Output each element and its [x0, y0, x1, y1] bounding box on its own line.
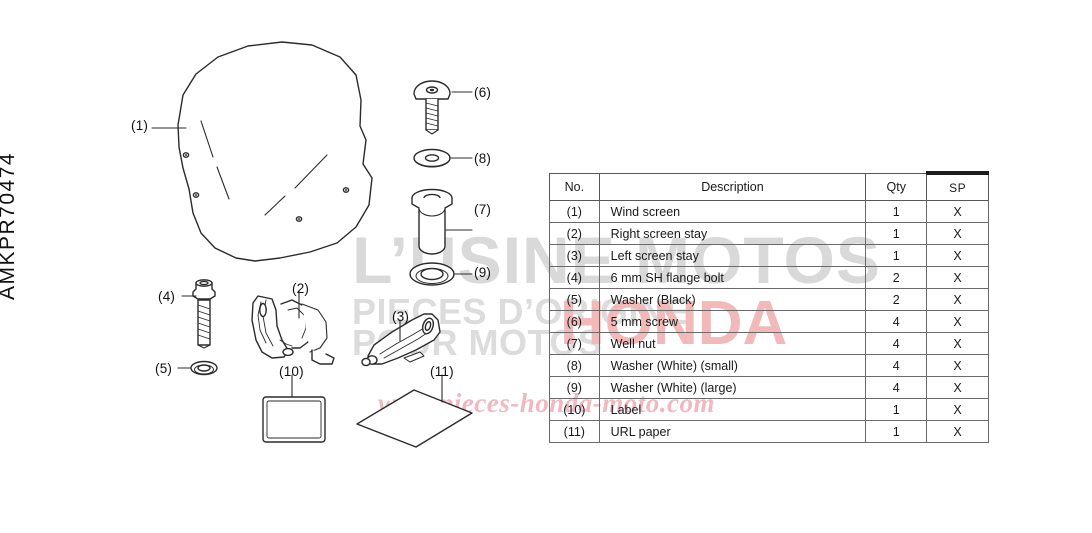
cell-qty: 1 [865, 398, 928, 421]
table-row: (1) Wind screen 1 X [549, 200, 989, 223]
part-washer-white-large-shape [409, 262, 455, 286]
part-flange-bolt-shape [192, 279, 216, 349]
table-row: (6) 5 mm screw 4 X [549, 310, 989, 333]
table-row: (4) 6 mm SH flange bolt 2 X [549, 266, 989, 289]
part-washer-white-small-shape [413, 148, 451, 168]
cell-sp: X [926, 244, 989, 267]
callout-3: (3) [392, 309, 410, 324]
cell-description: Left screen stay [598, 244, 867, 267]
callout-6: (6) [474, 85, 492, 100]
column-header-sp: SP [926, 171, 989, 201]
cell-no: (4) [549, 266, 600, 289]
cell-description: 5 mm screw [598, 310, 867, 333]
parts-table: No. Description Qty SP (1) Wind screen 1… [549, 171, 989, 443]
cell-qty: 4 [865, 354, 928, 377]
cell-sp: X [926, 288, 989, 311]
part-wind-screen-shape [177, 41, 373, 262]
callout-11: (11) [430, 364, 454, 379]
cell-no: (9) [549, 376, 600, 399]
cell-no: (3) [549, 244, 600, 267]
callout-10: (10) [279, 364, 304, 379]
cell-no: (7) [549, 332, 600, 355]
part-left-screen-stay-shape [361, 313, 441, 367]
cell-sp: X [926, 420, 989, 443]
table-header-row: No. Description Qty SP [549, 171, 989, 201]
part-url-paper-shape [356, 389, 473, 448]
parts-illustration [151, 41, 473, 448]
table-row: (3) Left screen stay 1 X [549, 244, 989, 267]
column-header-description: Description [598, 172, 867, 201]
table-row: (9) Washer (White) (large) 4 X [549, 376, 989, 399]
cell-sp: X [926, 222, 989, 245]
cell-description: 6 mm SH flange bolt [598, 266, 867, 289]
cell-no: (5) [549, 288, 600, 311]
cell-qty: 1 [865, 244, 928, 267]
table-row: (11) URL paper 1 X [549, 420, 989, 443]
cell-description: Washer (Black) [598, 288, 867, 311]
cell-sp: X [926, 200, 989, 223]
cell-qty: 4 [865, 310, 928, 333]
cell-no: (2) [549, 222, 600, 245]
part-right-screen-stay-shape [251, 295, 335, 365]
callout-7: (7) [474, 202, 492, 217]
table-row: (2) Right screen stay 1 X [549, 222, 989, 245]
cell-no: (1) [549, 200, 600, 223]
column-header-qty: Qty [865, 172, 928, 201]
table-row: (10) Label 1 X [549, 398, 989, 421]
cell-no: (6) [549, 310, 600, 333]
part-washer-black-shape [190, 360, 218, 376]
table-row: (8) Washer (White) (small) 4 X [549, 354, 989, 377]
table-row: (5) Washer (Black) 2 X [549, 288, 989, 311]
cell-description: Washer (White) (small) [598, 354, 867, 377]
cell-no: (11) [549, 420, 600, 443]
cell-sp: X [926, 376, 989, 399]
part-well-nut-shape [411, 188, 453, 255]
cell-sp: X [926, 354, 989, 377]
part-screw-5mm-shape [413, 80, 451, 135]
parts-table-head: No. Description Qty SP [549, 171, 989, 201]
cell-qty: 1 [865, 420, 928, 443]
part-label-shape [262, 396, 326, 443]
cell-description: URL paper [598, 420, 867, 443]
cell-no: (10) [549, 398, 600, 421]
cell-description: Wind screen [598, 200, 867, 223]
cell-qty: 1 [865, 222, 928, 245]
cell-qty: 1 [865, 200, 928, 223]
cell-description: Washer (White) (large) [598, 376, 867, 399]
cell-qty: 4 [865, 332, 928, 355]
parts-table-body: (1) Wind screen 1 X (2) Right screen sta… [549, 200, 989, 443]
callout-8: (8) [474, 151, 492, 166]
callout-5: (5) [155, 361, 173, 376]
cell-description: Right screen stay [598, 222, 867, 245]
callout-4: (4) [158, 289, 176, 304]
table-row: (7) Well nut 4 X [549, 332, 989, 355]
cell-sp: X [926, 266, 989, 289]
cell-description: Label [598, 398, 867, 421]
cell-no: (8) [549, 354, 600, 377]
cell-qty: 2 [865, 288, 928, 311]
cell-qty: 2 [865, 266, 928, 289]
hardware-illustration [409, 80, 473, 286]
callout-1: (1) [131, 118, 149, 133]
cell-sp: X [926, 398, 989, 421]
cell-sp: X [926, 332, 989, 355]
callout-2: (2) [292, 281, 310, 296]
cell-qty: 4 [865, 376, 928, 399]
callout-9: (9) [474, 265, 492, 280]
cell-sp: X [926, 310, 989, 333]
column-header-no: No. [549, 172, 600, 201]
cell-description: Well nut [598, 332, 867, 355]
